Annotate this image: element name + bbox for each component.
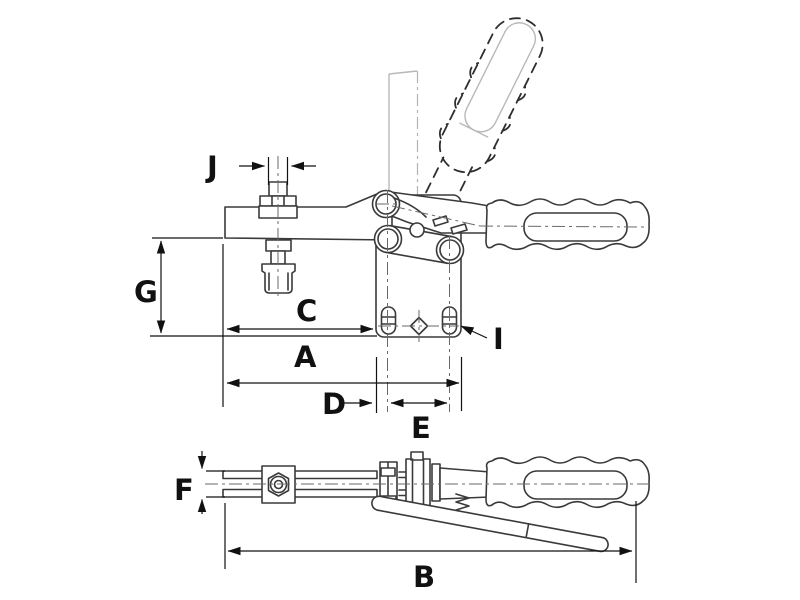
dimension-A (226, 357, 463, 411)
release-lever (371, 495, 609, 553)
dimension-D (340, 357, 378, 413)
dim-label-b: B (413, 560, 435, 594)
dim-label-e: E (411, 411, 431, 445)
dim-label-j: J (205, 150, 218, 184)
clamp-bar (224, 193, 393, 241)
lower-bar (222, 488, 378, 498)
phantom-open-bar (388, 70, 419, 212)
upper-bar (222, 470, 378, 480)
side-handle-grip-core (523, 470, 628, 500)
dimension-B (224, 501, 637, 583)
dimension-C (222, 244, 374, 407)
front-view (224, 17, 650, 412)
dimension-I (460, 325, 488, 339)
dim-label-d: D (322, 387, 346, 421)
dim-label-c: C (296, 294, 317, 328)
dimension-F (197, 451, 225, 514)
dimension-J (239, 157, 316, 185)
dim-label-g: G (134, 275, 158, 309)
spindle-assembly (258, 156, 298, 300)
dim-label-a: A (294, 340, 317, 374)
dimension-G (150, 237, 377, 337)
dimensions: J G C A D E I F B (134, 150, 637, 594)
side-view (205, 451, 650, 553)
dim-label-f: F (174, 473, 194, 507)
dim-label-i: I (493, 322, 504, 356)
slot-hole-left (380, 306, 397, 335)
